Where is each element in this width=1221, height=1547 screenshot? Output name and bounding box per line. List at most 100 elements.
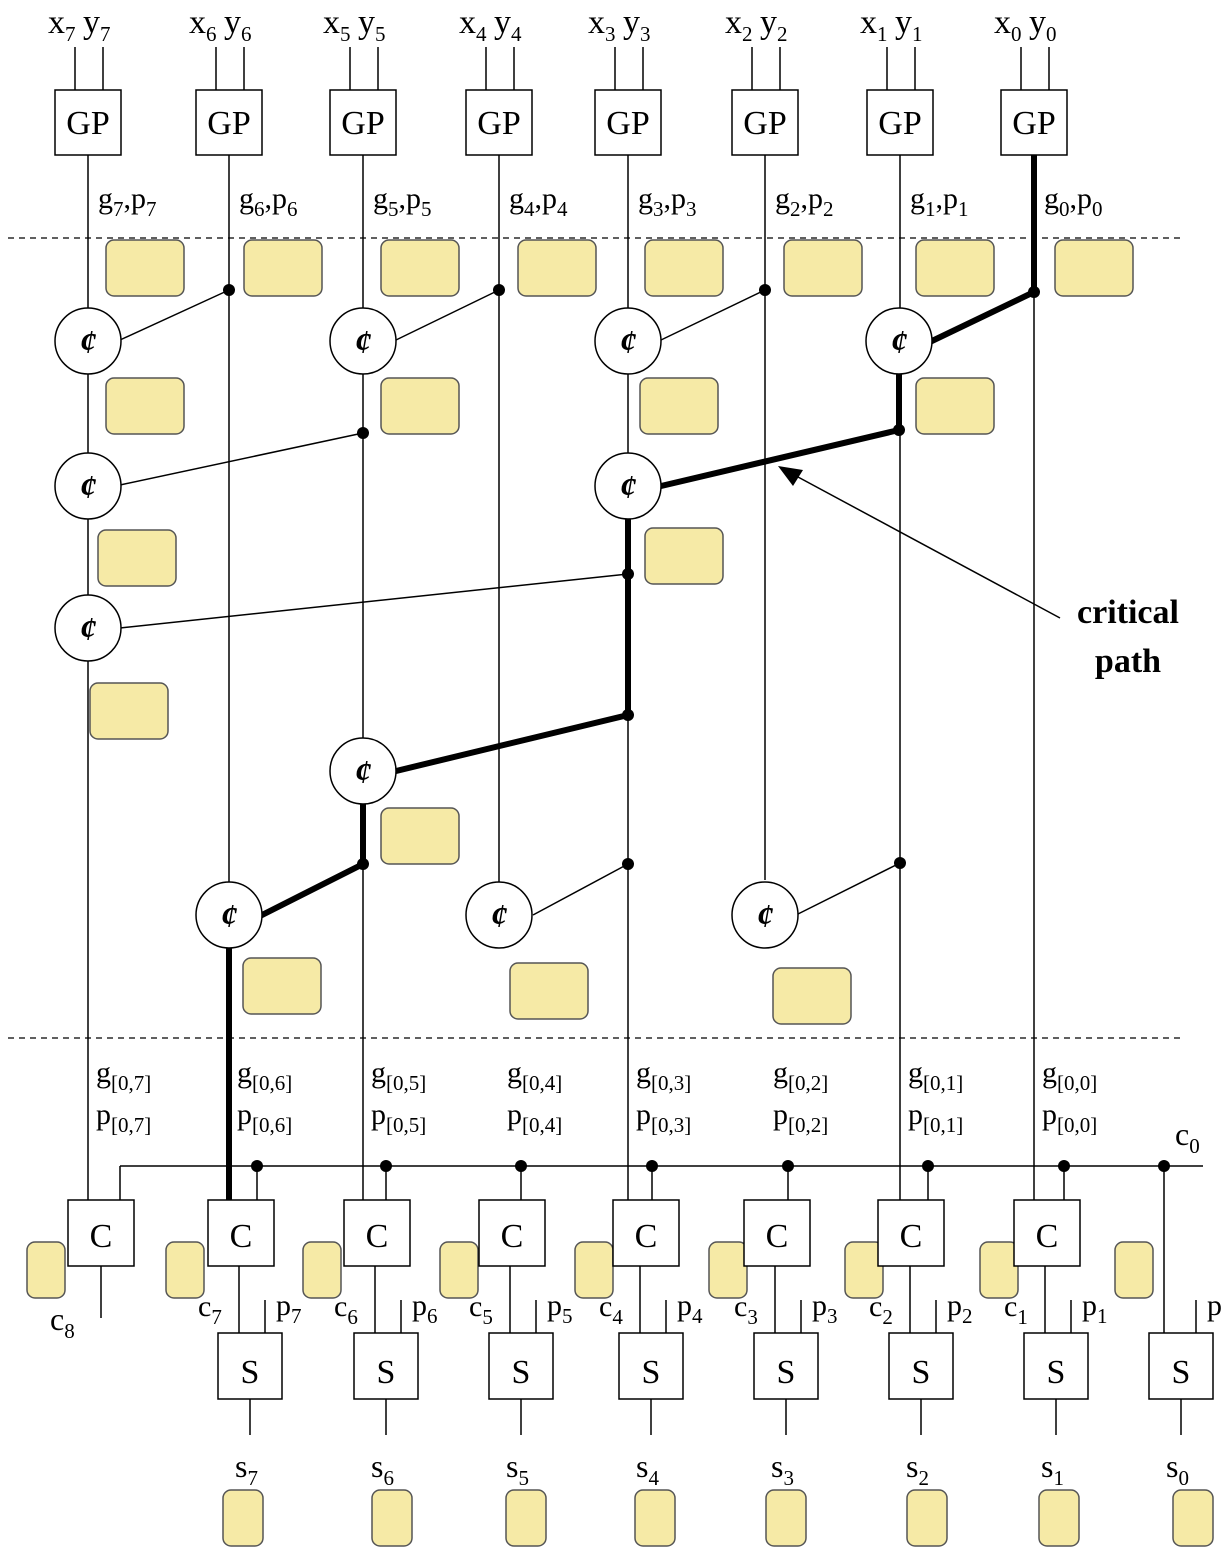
carry-box-label: C <box>1036 1218 1059 1255</box>
prefix-p-label: p[0,7] <box>96 1098 151 1137</box>
sum-output-label-subscript: 1 <box>1053 1466 1064 1490</box>
carry-box <box>1013 1199 1081 1267</box>
sum-output-label-base: s <box>906 1448 918 1484</box>
sum-box-label: S <box>642 1354 661 1391</box>
prefix-node-symbol: ¢ <box>620 469 637 506</box>
carry-label-base: c <box>1004 1290 1017 1323</box>
gp-output-p-subscript: 2 <box>823 197 834 221</box>
sum-output-label: s6 <box>371 1448 394 1490</box>
prefix-g-label-base: g <box>908 1056 923 1089</box>
input-y-label-base: y <box>895 4 912 41</box>
prefix-node-symbol: ¢ <box>355 754 372 791</box>
c8-label-base: c <box>50 1301 64 1337</box>
p-label-subscript: 7 <box>291 1304 302 1328</box>
gp-output-comma: ,p <box>124 182 147 215</box>
prefix-p-label: p[0,6] <box>237 1098 292 1137</box>
junction-dot <box>493 284 505 296</box>
gp-box <box>1000 89 1068 156</box>
sum-box <box>353 1332 419 1400</box>
prefix-g-label-subscript: [0,5] <box>386 1071 426 1095</box>
prefix-p-label-base: p <box>636 1098 651 1131</box>
gp-output-p-subscript: 3 <box>686 197 697 221</box>
gp-label: GP <box>743 105 786 142</box>
gp-output-label-base: g <box>910 182 925 215</box>
annotation-box <box>772 967 852 1025</box>
carry-label: c7 <box>198 1290 222 1329</box>
prefix-p-label-base: p <box>237 1098 252 1131</box>
gp-box <box>866 89 934 156</box>
c8-label-subscript: 8 <box>64 1319 75 1343</box>
sum-box-label: S <box>777 1354 796 1391</box>
prefix-p-label: p[0,2] <box>773 1098 828 1137</box>
carry-label: c3 <box>734 1290 758 1329</box>
p-label: p5 <box>547 1289 573 1328</box>
annotation-box <box>380 377 460 435</box>
junction-dot <box>380 1160 392 1172</box>
gp-label: GP <box>878 105 921 142</box>
gp-output-label-subscript: 6 <box>254 197 265 221</box>
input-y-label-base: y <box>760 4 777 41</box>
sum-output-label: s4 <box>636 1448 659 1490</box>
annotation-box <box>371 1489 413 1547</box>
sum-output-label-base: s <box>371 1448 383 1484</box>
gp-output-p-subscript: 0 <box>1092 197 1103 221</box>
annotation-box <box>89 682 169 740</box>
prefix-p-label-subscript: [0,1] <box>923 1113 963 1137</box>
carry-label-subscript: 1 <box>1017 1305 1028 1329</box>
carry-label: c2 <box>869 1290 893 1329</box>
p-label: p7 <box>276 1289 302 1328</box>
prefix-p-label: p[0,4] <box>507 1098 562 1137</box>
junction-dot <box>1028 286 1040 298</box>
sum-box-label: S <box>912 1354 931 1391</box>
input-x-label-subscript: 6 <box>206 22 217 46</box>
prefix-node <box>465 881 533 949</box>
input-y-label-base: y <box>494 4 511 41</box>
prefix-node-symbol: ¢ <box>80 324 97 361</box>
prefix-connection <box>395 289 500 341</box>
sum-box-label-base: S <box>512 1354 531 1391</box>
sum-output-label: s7 <box>235 1448 258 1490</box>
critical-path-label-line1: critical <box>1077 594 1179 631</box>
c0-label-base: c <box>1175 1116 1189 1152</box>
input-y-label: y7 <box>83 4 111 46</box>
prefix-p-label: p[0,0] <box>1042 1098 1097 1137</box>
input-x-label-base: x <box>994 4 1011 41</box>
gp-output-label: g5,p5 <box>373 182 432 221</box>
junction-dot <box>223 284 235 296</box>
prefix-p-label-base: p <box>507 1098 522 1131</box>
input-x-label-base: x <box>189 4 206 41</box>
c0-label-subscript: 0 <box>1189 1134 1200 1158</box>
gp-output-comma: ,p <box>1070 182 1093 215</box>
carry-label-base: c <box>334 1290 347 1323</box>
carry-label-subscript: 6 <box>347 1305 358 1329</box>
gp-output-p-subscript: 6 <box>287 197 298 221</box>
annotation-box <box>915 377 995 435</box>
carry-box-label-base: C <box>635 1218 658 1255</box>
annotation-box <box>915 239 995 297</box>
annotation-box <box>979 1241 1019 1299</box>
prefix-g-label: g[0,1] <box>908 1056 963 1095</box>
sum-box <box>488 1332 554 1400</box>
prefix-node <box>594 452 662 520</box>
annotation-box <box>634 1489 676 1547</box>
p-label: p6 <box>412 1289 438 1328</box>
gp-output-p-subscript: 5 <box>421 197 432 221</box>
p-label-base: p <box>547 1289 562 1322</box>
annotation-box <box>380 239 460 297</box>
carry-label-base: c <box>469 1290 482 1323</box>
annotation-box <box>105 377 185 435</box>
carry-label-subscript: 2 <box>882 1305 893 1329</box>
sum-output-label: s2 <box>906 1448 929 1490</box>
input-y-label-subscript: 6 <box>241 22 252 46</box>
prefix-p-label-subscript: [0,0] <box>1057 1113 1097 1137</box>
prefix-g-label-base: g <box>1042 1056 1057 1089</box>
gp-output-label-subscript: 7 <box>113 197 124 221</box>
sum-box-label: S <box>1172 1354 1191 1391</box>
carry-label: c4 <box>599 1290 623 1329</box>
gp-box <box>54 89 122 156</box>
input-x-label-subscript: 7 <box>65 22 76 46</box>
input-y-label: y6 <box>224 4 252 46</box>
sum-output-label: s3 <box>771 1448 794 1490</box>
gp-output-p-subscript: 1 <box>958 197 969 221</box>
prefix-p-label-base: p <box>908 1098 923 1131</box>
